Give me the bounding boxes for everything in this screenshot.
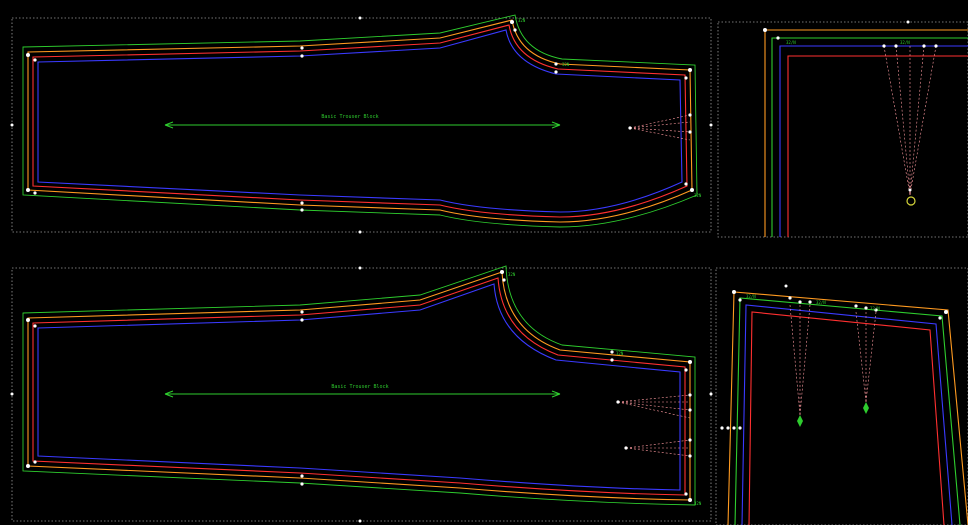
back-vertex-handles[interactable] — [10, 266, 713, 523]
waistband-back-cut — [748, 311, 945, 525]
waistband-front-label: 32/N — [786, 40, 796, 45]
back-piece-name: Basic Trouser Block — [331, 384, 388, 390]
waistband-front-dart — [883, 45, 937, 196]
waistband-back-piece[interactable]: 32/N 32/N 32/N — [720, 284, 968, 525]
waistband-front-label: 32/N — [900, 40, 910, 45]
waistband-back-label: 32/N — [870, 306, 880, 311]
back-seam-line — [37, 283, 681, 491]
waistband-front-seam — [779, 45, 968, 237]
back-grain-arrows — [164, 390, 561, 398]
waistband-front-piece[interactable]: 32/N 32/N — [763, 20, 968, 238]
front-marker-label: 32N — [562, 62, 570, 67]
waistband-front-allowance — [771, 37, 968, 237]
back-dart-lines — [617, 394, 691, 457]
dart-point-marker[interactable] — [797, 415, 803, 427]
back-marker-label: 32N — [508, 272, 516, 277]
waistband-back-label: 32/N — [816, 300, 826, 305]
front-grain-arrows — [164, 121, 561, 129]
back-marker-label: 32N — [694, 501, 702, 506]
front-piece-name: Basic Trouser Block — [321, 114, 378, 120]
waistband-front-cut — [787, 55, 968, 237]
waistband-back-allowance — [734, 297, 961, 525]
back-cut-line — [32, 277, 686, 496]
waistband-back-darts — [789, 304, 877, 416]
back-marker-label: 32N — [616, 351, 624, 356]
front-marker-label: 32N — [518, 18, 526, 23]
front-seam-line — [37, 29, 683, 213]
waistband-back-outer — [727, 291, 968, 525]
front-allowance-line — [22, 14, 698, 228]
waistband-back-label: 32/N — [746, 294, 756, 299]
waistband-back-handles[interactable] — [720, 284, 948, 430]
back-allowance-line — [22, 265, 696, 506]
dart-point-marker[interactable] — [906, 196, 916, 206]
dart-point-marker[interactable] — [863, 402, 869, 414]
front-outline-outer — [27, 19, 693, 223]
trouser-back-piece[interactable]: Basic Trouser Block 32N 32N — [10, 265, 713, 523]
selection-box-waistband-back[interactable] — [715, 267, 968, 525]
front-cut-line — [32, 24, 688, 218]
waistband-front-handles[interactable] — [763, 20, 938, 192]
front-marker-label: 32N — [694, 193, 702, 198]
trouser-front-piece[interactable]: Basic Trouser Block 32N 32N 32N — [10, 14, 713, 234]
back-outline-outer — [27, 271, 691, 501]
waistband-back-seam — [741, 304, 953, 525]
front-vertex-handles[interactable] — [10, 16, 713, 234]
selection-box-waistband-front[interactable] — [717, 21, 968, 238]
